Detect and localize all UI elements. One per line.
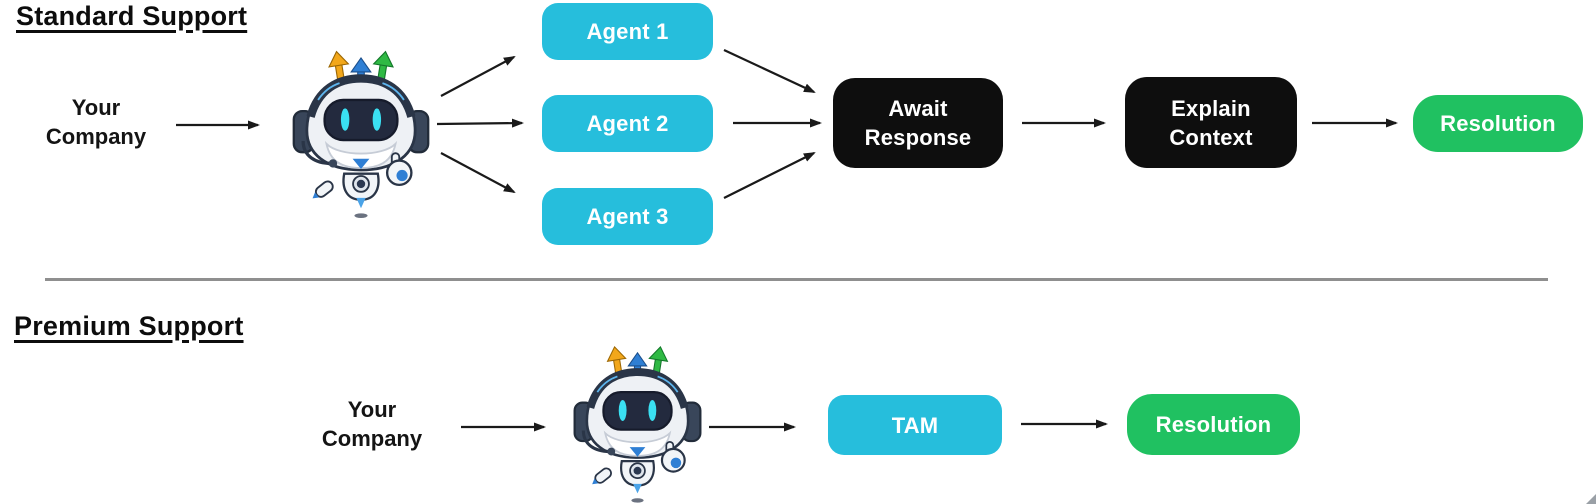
company-line-1: Your	[71, 95, 121, 120]
standard-resolution-label: Resolution	[1440, 111, 1556, 136]
await-response-line-2: Response	[864, 125, 972, 150]
robot-icon	[573, 345, 702, 503]
company-line-1: Your	[347, 397, 397, 422]
tam-label: TAM	[891, 412, 939, 438]
standard-company-label: Your Company	[26, 93, 166, 151]
explain-context-line-2: Context	[1169, 124, 1253, 150]
company-line-2: Company	[45, 124, 147, 149]
standard-resolution-box: Resolution	[1413, 95, 1583, 152]
tam-box: TAM	[828, 395, 1002, 455]
company-line-2: Company	[321, 426, 423, 451]
agent-1-box: Agent 1	[542, 3, 713, 60]
explain-context-line-1: Explain	[1171, 95, 1251, 121]
premium-resolution-label: Resolution	[1155, 412, 1272, 437]
support-robot-mascot-premium	[572, 340, 703, 504]
support-robot-mascot-standard	[291, 44, 431, 224]
standard-support-title: Standard Support	[16, 1, 248, 31]
await-response-box: Await Response	[833, 78, 1003, 168]
await-response-line-1: Await	[888, 96, 948, 121]
section-divider	[45, 278, 1548, 281]
premium-company-label: Your Company	[302, 395, 442, 453]
premium-support-title: Premium Support	[14, 311, 244, 341]
explain-context-box: Explain Context	[1125, 77, 1297, 168]
agent-2-label: Agent 2	[586, 111, 669, 136]
agent-2-box: Agent 2	[542, 95, 713, 152]
agent-3-label: Agent 3	[586, 204, 669, 229]
premium-resolution-box: Resolution	[1127, 394, 1300, 455]
agent-3-box: Agent 3	[542, 188, 713, 245]
corner-resize-grip-icon	[1586, 494, 1596, 504]
robot-icon	[292, 50, 430, 218]
agent-1-label: Agent 1	[586, 19, 669, 44]
